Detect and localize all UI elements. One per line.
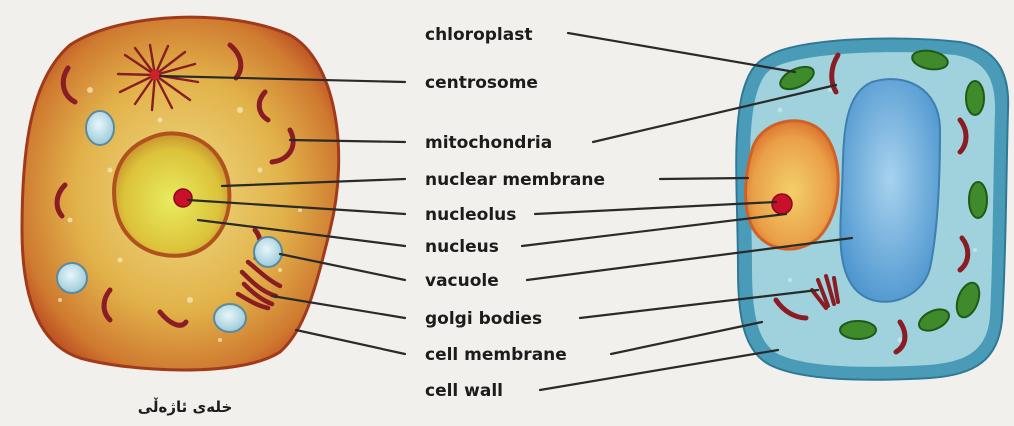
- leader-cell-membrane-animal: [296, 330, 405, 354]
- label-nuclear-membrane: nuclear membrane: [425, 170, 605, 190]
- plant-cell: [736, 38, 1008, 379]
- leader-cell-membrane-plant: [611, 322, 762, 354]
- label-chloroplast: chloroplast: [425, 25, 532, 45]
- label-mitochondria: mitochondria: [425, 133, 552, 153]
- leader-chloroplast: [568, 33, 795, 72]
- animal-nucleus: [114, 133, 229, 255]
- animal-cell: [22, 17, 339, 370]
- leader-cell-wall: [540, 350, 778, 390]
- label-nucleolus: nucleolus: [425, 205, 516, 225]
- animal-nucleolus: [174, 189, 192, 207]
- label-vacuole: vacuole: [425, 271, 499, 291]
- label-golgi-bodies: golgi bodies: [425, 309, 542, 329]
- plant-nucleolus: [772, 194, 792, 214]
- plant-nucleus: [746, 121, 839, 249]
- leader-nuclear-membrane-plant: [660, 178, 748, 179]
- label-cell-wall: cell wall: [425, 381, 503, 401]
- animal-cell-caption: خلەی ئاژەڵی: [138, 397, 233, 416]
- label-nucleus: nucleus: [425, 237, 499, 257]
- label-centrosome: centrosome: [425, 73, 538, 93]
- label-cell-membrane: cell membrane: [425, 345, 567, 365]
- labels: chloroplast centrosome mitochondria nucl…: [425, 25, 605, 401]
- animal-centriole: [150, 70, 160, 80]
- plant-central-vacuole: [840, 79, 940, 302]
